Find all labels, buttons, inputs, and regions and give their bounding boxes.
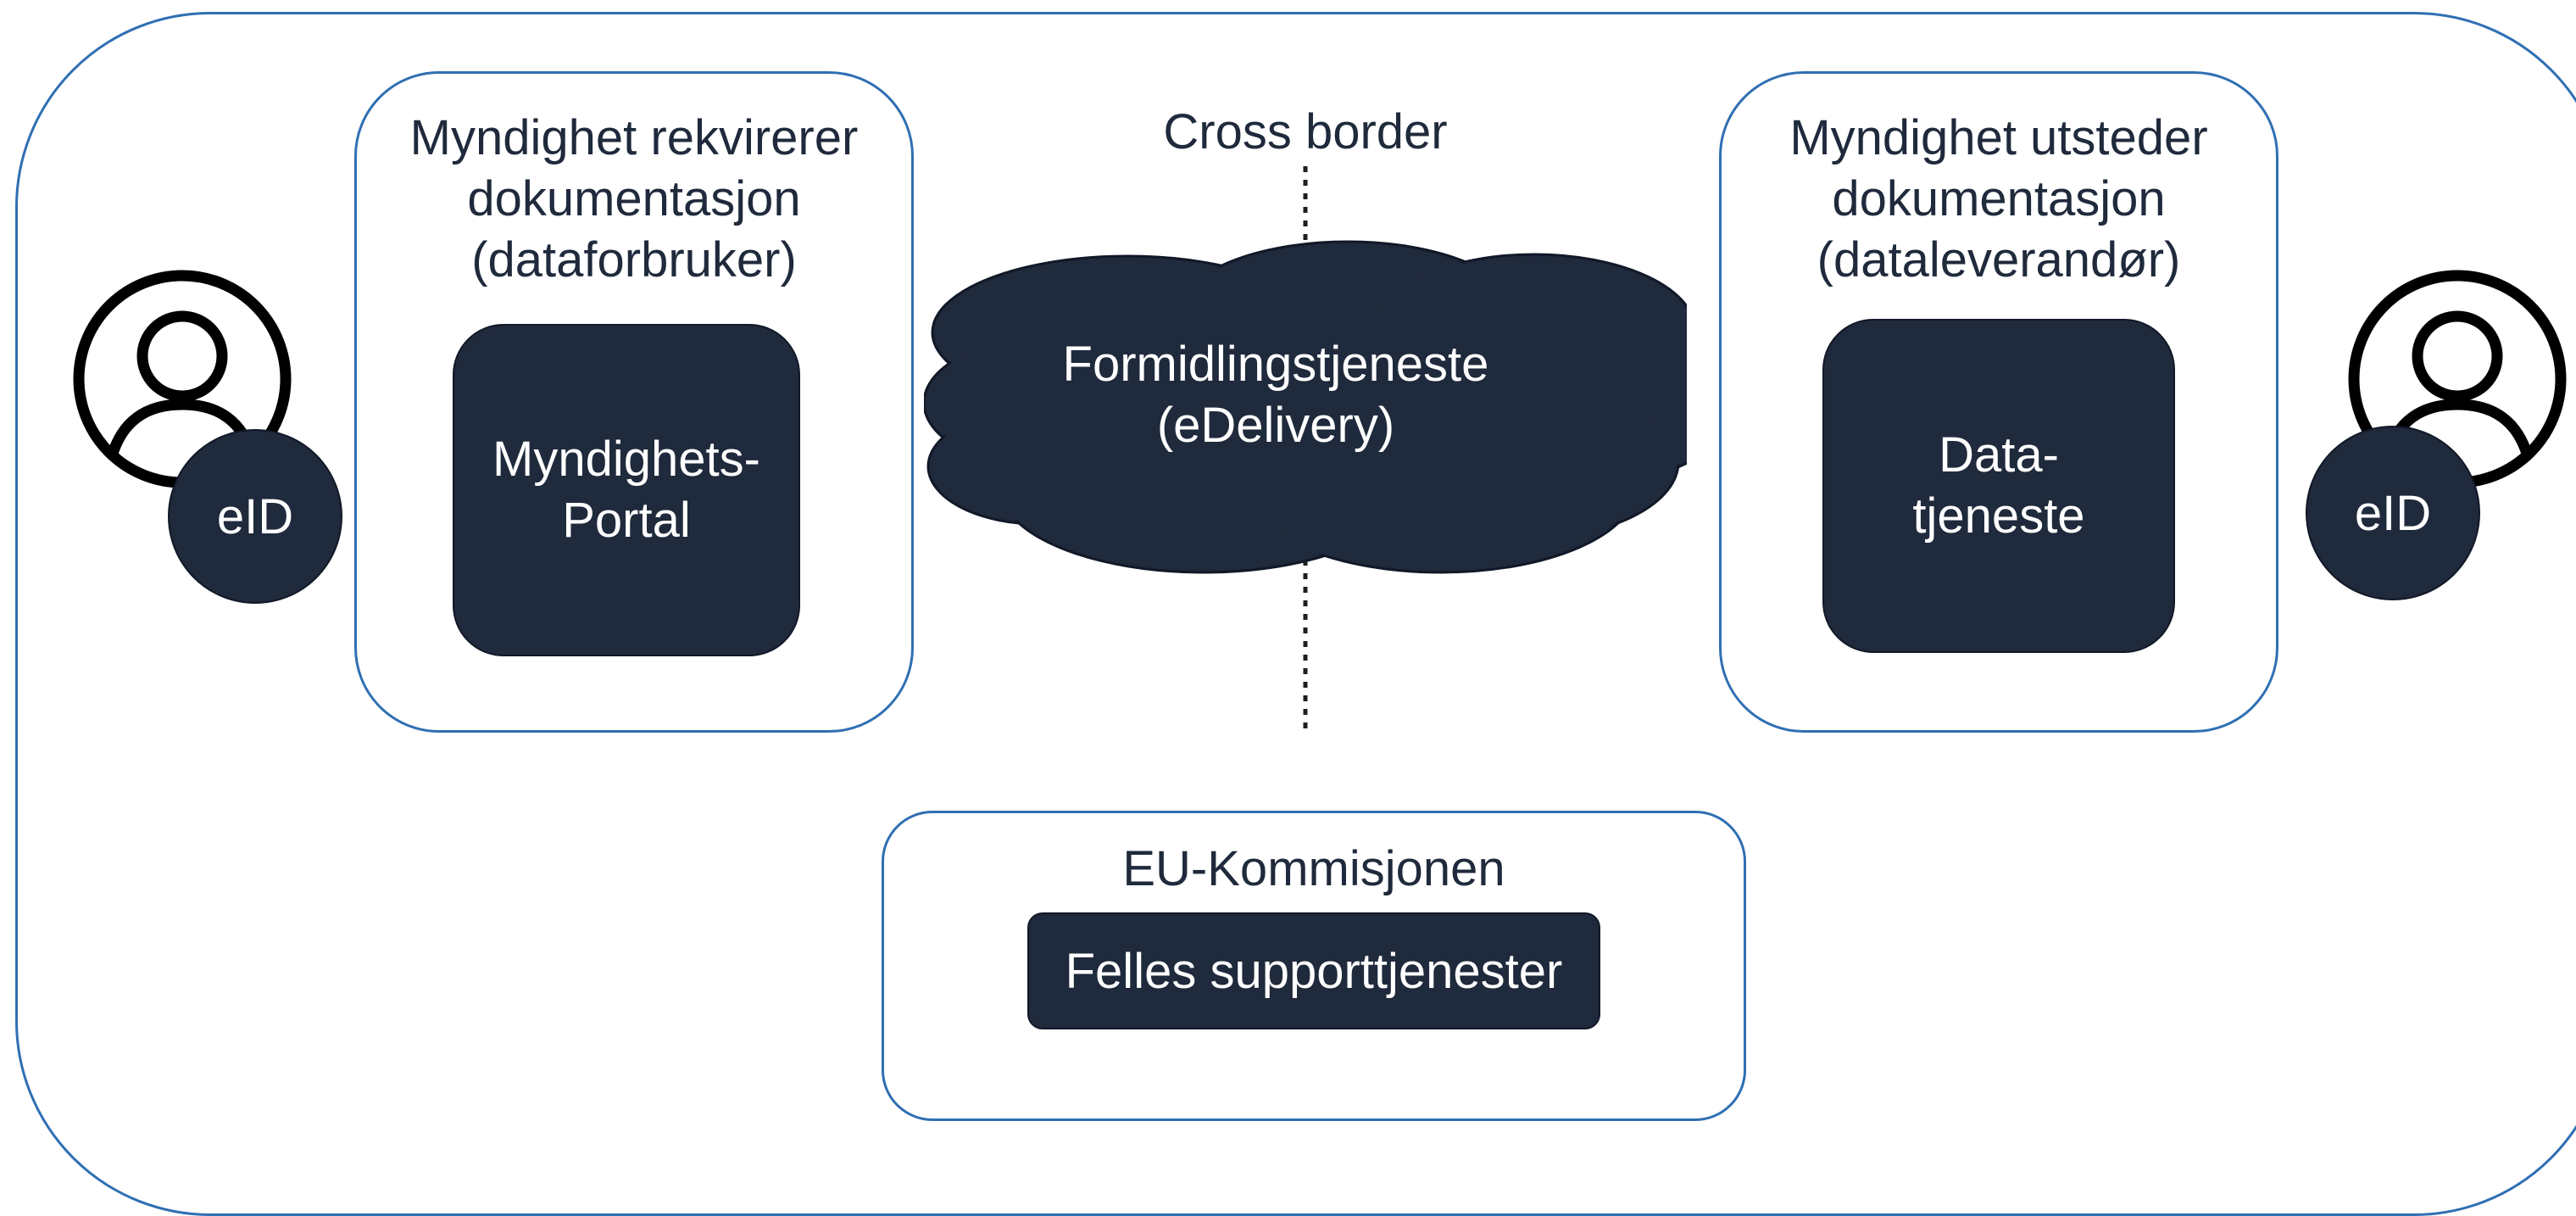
eid-badge-left: eID [168, 429, 342, 604]
cross-border-label: Cross border [1163, 104, 1448, 159]
panel-issuer-title: Myndighet utsteder dokumentasjon (datale… [1789, 110, 2208, 287]
delivery-service-label: Formidlingstjeneste (eDelivery) [1062, 337, 1489, 453]
felles-supporttjenester-label: Felles supporttjenester [1065, 943, 1563, 999]
myndighets-portal-box: Myndighets- Portal [453, 324, 800, 656]
cloud-shape [924, 240, 1687, 574]
panel-commission-title: EU-Kommisjonen [1122, 841, 1505, 896]
eid-label-left: eID [216, 488, 294, 544]
felles-supporttjenester-box: Felles supporttjenester [1027, 912, 1600, 1029]
eid-label-right: eID [2354, 485, 2432, 541]
panel-requester-title: Myndighet rekvirerer dokumentasjon (data… [409, 110, 859, 287]
data-tjeneste-label: Data- tjeneste [1912, 427, 2085, 544]
myndighets-portal-label: Myndighets- Portal [492, 432, 760, 548]
data-tjeneste-box: Data- tjeneste [1822, 319, 2175, 653]
eid-badge-right: eID [2306, 426, 2480, 600]
